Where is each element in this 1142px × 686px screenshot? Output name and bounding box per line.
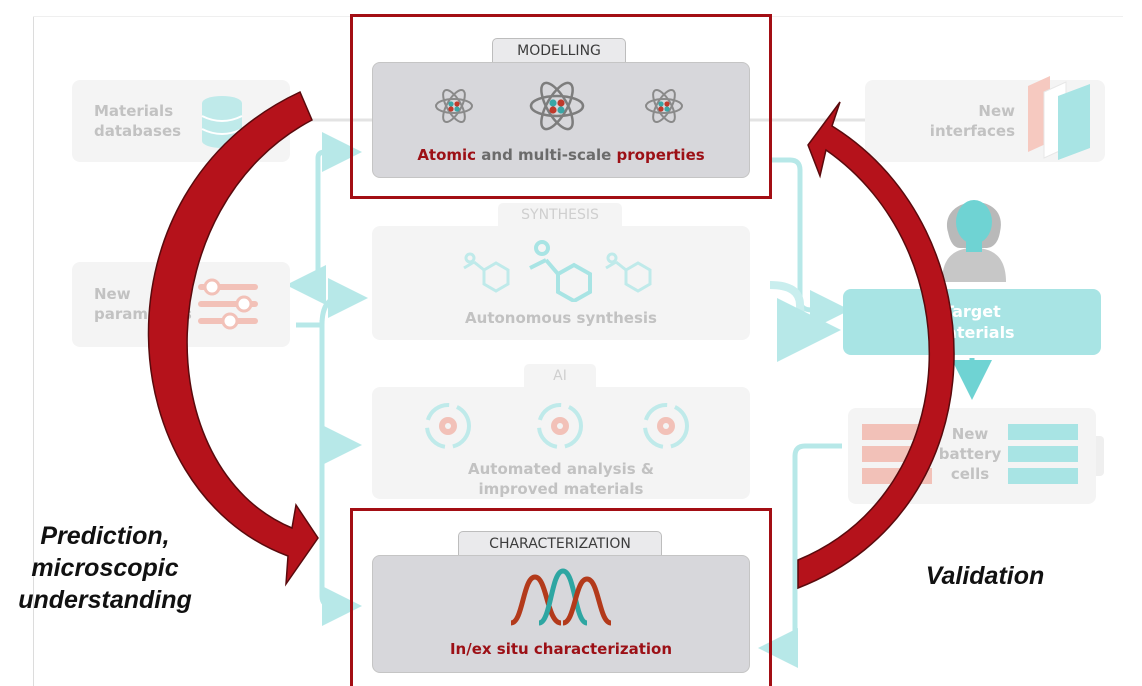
- new-interfaces-line2: interfaces: [929, 122, 1015, 140]
- prediction-line1: Prediction,: [40, 522, 170, 550]
- new-interfaces-line1: New: [978, 102, 1015, 120]
- ai-caption-line1: Automated analysis &: [468, 460, 654, 478]
- ai-caption-line2: improved materials: [478, 480, 644, 498]
- characterization-tab: CHARACTERIZATION: [458, 531, 662, 557]
- spectrum-peaks-icon: [510, 568, 612, 626]
- atom-icon: [529, 81, 585, 131]
- battery-to-characterization-line: [758, 443, 842, 668]
- left-border-line: [33, 16, 34, 686]
- battery-line2: battery: [938, 445, 1002, 463]
- modelling-caption: Atomic and multi-scale properties: [372, 146, 750, 164]
- sliders-icon: [198, 278, 258, 330]
- characterization-highlight-frame: [350, 508, 772, 686]
- gear-cycle-icon: [643, 403, 689, 449]
- layers-icon: [1028, 76, 1090, 160]
- battery-line3: cells: [950, 465, 990, 483]
- synthesis-tab: SYNTHESIS: [498, 203, 622, 227]
- target-materials-box: [843, 289, 1101, 355]
- materials-databases-label: Materials databases: [94, 101, 204, 141]
- ai-tab: AI: [524, 364, 596, 388]
- modelling-highlight-frame: [350, 14, 772, 199]
- characterization-caption: In/ex situ characterization: [449, 640, 673, 658]
- left-bus-to-characterization: [319, 440, 362, 626]
- new-interfaces-label: New interfaces: [900, 101, 1015, 141]
- modelling-caption-properties: properties: [616, 146, 705, 164]
- prediction-line2: microscopic: [31, 554, 179, 582]
- person-icon: [942, 200, 1006, 282]
- battery-terminal: [1096, 436, 1104, 476]
- prediction-arrow: [147, 90, 319, 587]
- left-bus-to-modelling: [315, 132, 362, 285]
- ai-caption: Automated analysis & improved materials: [372, 459, 750, 499]
- synthesis-box: [372, 226, 750, 340]
- atom-icon: [435, 89, 473, 123]
- materials-databases-line1: Materials: [94, 102, 174, 120]
- gear-cycle-icon: [425, 403, 471, 449]
- molecule-icon: [463, 240, 652, 302]
- target-materials-line1: Target: [943, 302, 1001, 321]
- modelling-tab: MODELLING: [492, 38, 626, 64]
- modelling-caption-middle: and multi-scale: [476, 146, 617, 164]
- battery-line1: New: [951, 425, 989, 443]
- gear-cycle-icon: [537, 403, 583, 449]
- synthesis-to-target-line: [769, 281, 841, 362]
- prediction-line3: understanding: [18, 586, 192, 614]
- validation-annotation: Validation: [925, 562, 1045, 590]
- synthesis-caption: Autonomous synthesis: [465, 309, 657, 327]
- new-parameters-line1: New: [94, 285, 131, 303]
- prediction-annotation: Prediction, microscopic understanding: [0, 520, 210, 616]
- new-battery-cells-label: New battery cells: [932, 424, 1008, 484]
- modelling-caption-atomic: Atomic: [417, 146, 477, 164]
- materials-databases-line2: databases: [94, 122, 182, 140]
- validation-arrow: [797, 101, 955, 590]
- atom-icon: [645, 89, 683, 123]
